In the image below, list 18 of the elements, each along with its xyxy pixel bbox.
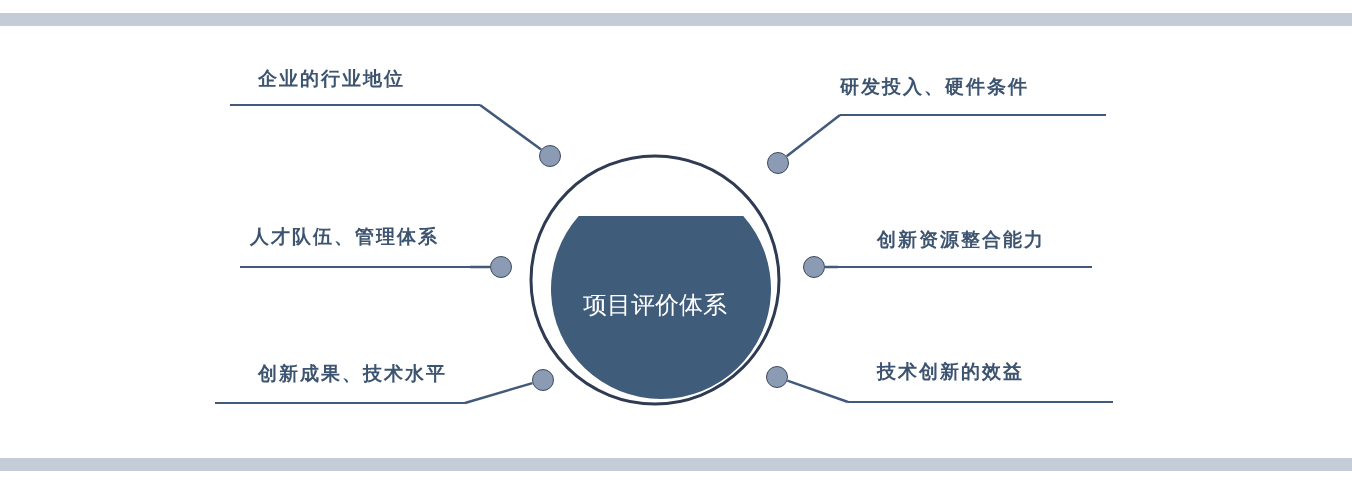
title-circle: 项目评价体系 [529, 154, 781, 406]
leader-line [479, 104, 542, 151]
underlined-label: 创新成果、技术水平 [215, 357, 465, 404]
leader-line [464, 381, 533, 405]
dot-marker [803, 256, 825, 278]
underlined-label: 研发投入、硬件条件 [840, 70, 1106, 116]
dot-marker [490, 256, 512, 278]
dot-marker [766, 366, 788, 388]
leader-line [470, 265, 490, 269]
underlined-label: 企业的行业地位 [230, 62, 480, 106]
dot-marker [532, 369, 554, 391]
dot-marker [539, 145, 561, 167]
leader-line [786, 379, 849, 404]
underlined-label: 技术创新的效益 [848, 355, 1113, 403]
dot-marker [767, 152, 789, 174]
underlined-label: 创新资源整合能力 [838, 223, 1092, 268]
underlined-label: 人才队伍、管理体系 [240, 220, 470, 268]
leader-line [785, 114, 841, 158]
